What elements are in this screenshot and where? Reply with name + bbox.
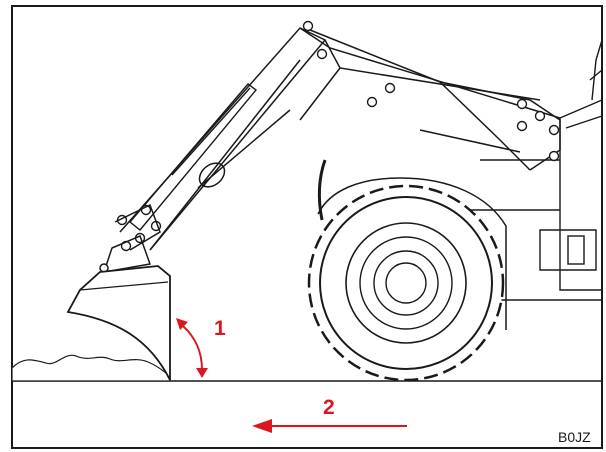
wheel-fender <box>317 177 507 330</box>
step-1-label: 1 <box>214 317 226 340</box>
bucket-lip <box>79 281 169 291</box>
tilt-arrow <box>176 318 208 378</box>
figure-code: B0JZ <box>558 429 591 445</box>
lift-cylinder <box>128 83 258 231</box>
bucket <box>66 265 171 381</box>
step-rail <box>317 159 327 221</box>
step-2-label: 2 <box>323 396 335 419</box>
soil-pile <box>11 354 171 382</box>
front-wheel <box>307 184 505 382</box>
travel-arrow <box>252 419 407 433</box>
loader-arm <box>119 27 561 251</box>
